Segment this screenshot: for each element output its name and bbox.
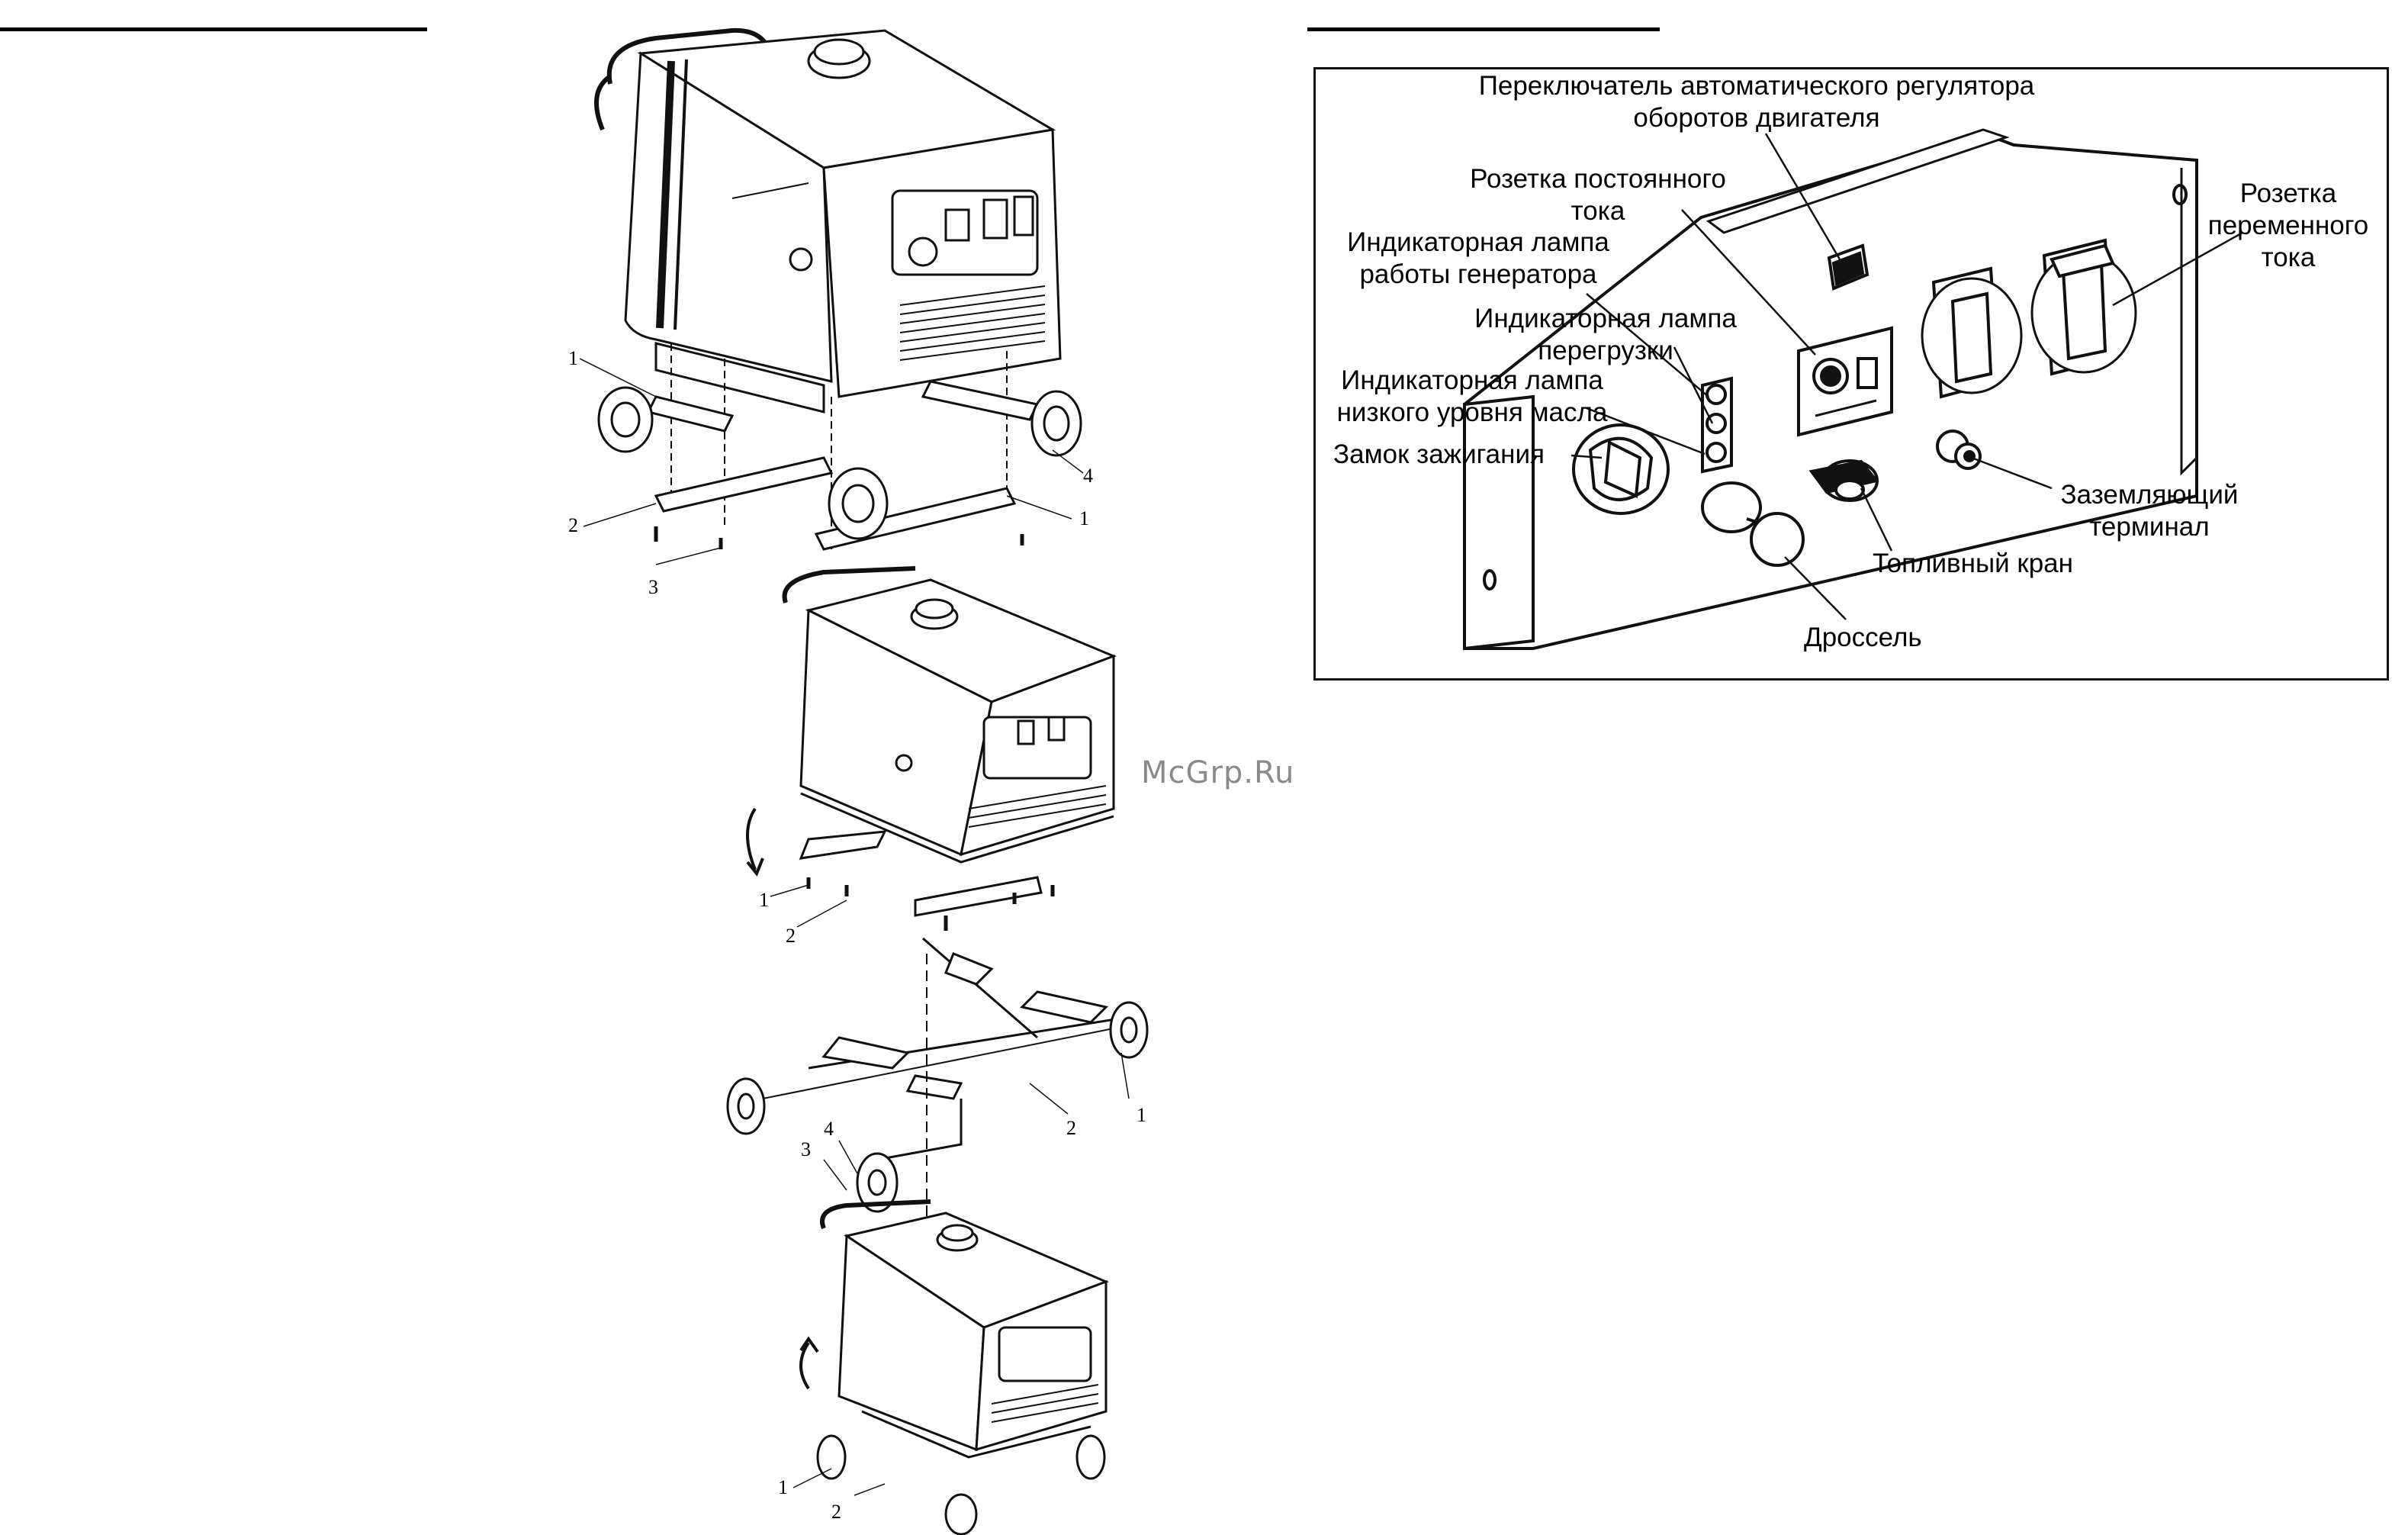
callout-fig1-2: 2 <box>568 514 578 536</box>
callout-numbers: 1 2 3 4 1 1 2 2 1 3 4 1 2 <box>568 347 1146 1523</box>
callout-fig3-4: 4 <box>824 1118 834 1140</box>
control-panel-drawing <box>1463 128 2243 651</box>
callout-fig4-2: 2 <box>831 1501 841 1523</box>
label-fuel-valve: Топливный кран <box>1873 549 2073 578</box>
leader-lines <box>1571 133 2243 620</box>
label-run-lamp-line1: Индикаторная лампа <box>1347 227 1609 257</box>
callout-fig3-2: 2 <box>1066 1117 1076 1139</box>
ground-terminal <box>1936 430 1982 470</box>
label-ac-socket-line1: Розетка <box>2239 179 2337 208</box>
label-dc-socket-line2: тока <box>1571 196 1625 226</box>
label-run-lamp-line2: работы генератора <box>1359 259 1597 289</box>
label-oil-lamp-line1: Индикаторная лампа <box>1341 365 1603 395</box>
label-oil-lamp: Индикаторная лампа низкого уровня масла <box>1320 365 1625 429</box>
callout-fig2-1: 1 <box>759 889 769 911</box>
label-run-lamp: Индикаторная лампа работы генератора <box>1326 227 1631 291</box>
callout-fig1-4: 4 <box>1083 465 1093 487</box>
label-overload-lamp-line2: перегрузки <box>1538 336 1673 365</box>
callout-fig1-1: 1 <box>568 347 578 369</box>
watermark: McGrp.Ru <box>1141 755 1295 790</box>
label-eco-switch-line2: оборотов двигателя <box>1633 103 1880 133</box>
label-ac-socket: Розетка переменного тока <box>2197 178 2380 274</box>
ignition-switch <box>1572 423 1670 515</box>
label-oil-lamp-line2: низкого уровня масла <box>1336 397 1608 427</box>
label-eco-switch: Переключатель автоматического регулятора… <box>1440 70 2073 134</box>
label-overload-lamp-line1: Индикаторная лампа <box>1474 304 1737 333</box>
figure-4-assembled <box>792 1199 1110 1535</box>
label-ac-socket-line2: переменного <box>2207 211 2369 240</box>
choke-knob <box>1701 481 1805 567</box>
callout-fig3-1: 1 <box>1136 1104 1146 1126</box>
ac-sockets <box>1921 238 2137 399</box>
callout-fig4-1: 1 <box>778 1476 788 1498</box>
figure-3-wheel-kit <box>726 937 1149 1221</box>
label-dc-socket-line1: Розетка постоянного <box>1470 164 1726 194</box>
label-ground-line2: терминал <box>2089 512 2210 542</box>
label-ground-line1: Заземляющий <box>2060 480 2239 510</box>
dc-socket <box>1797 326 1893 437</box>
figure-2-brackets <box>746 566 1117 931</box>
callout-fig1-1b: 1 <box>1079 507 1089 529</box>
callout-fig2-2: 2 <box>786 925 796 947</box>
assembly-illustrations: 1 2 3 4 1 1 2 2 1 3 4 1 2 <box>568 27 1149 1535</box>
label-eco-switch-line1: Переключатель автоматического регулятора <box>1478 71 2035 101</box>
control-panel-frame <box>1313 67 2389 681</box>
fuel-valve <box>1808 459 1879 502</box>
label-ac-socket-line3: тока <box>2261 243 2316 272</box>
label-ground: Заземляющий терминал <box>2035 479 2264 543</box>
callout-fig3-3: 3 <box>801 1138 811 1160</box>
label-dc-socket: Розетка постоянного тока <box>1445 163 1751 227</box>
callout-fig1-3: 3 <box>648 576 658 598</box>
figure-1-generator-exploded <box>579 27 1084 565</box>
label-ignition: Замок зажигания <box>1333 439 1545 469</box>
label-overload-lamp: Индикаторная лампа перегрузки <box>1453 303 1758 367</box>
label-choke: Дроссель <box>1804 623 1922 652</box>
header-rule-left <box>0 27 427 31</box>
header-rule-right <box>1307 27 1660 31</box>
indicator-lamps <box>1701 376 1733 474</box>
